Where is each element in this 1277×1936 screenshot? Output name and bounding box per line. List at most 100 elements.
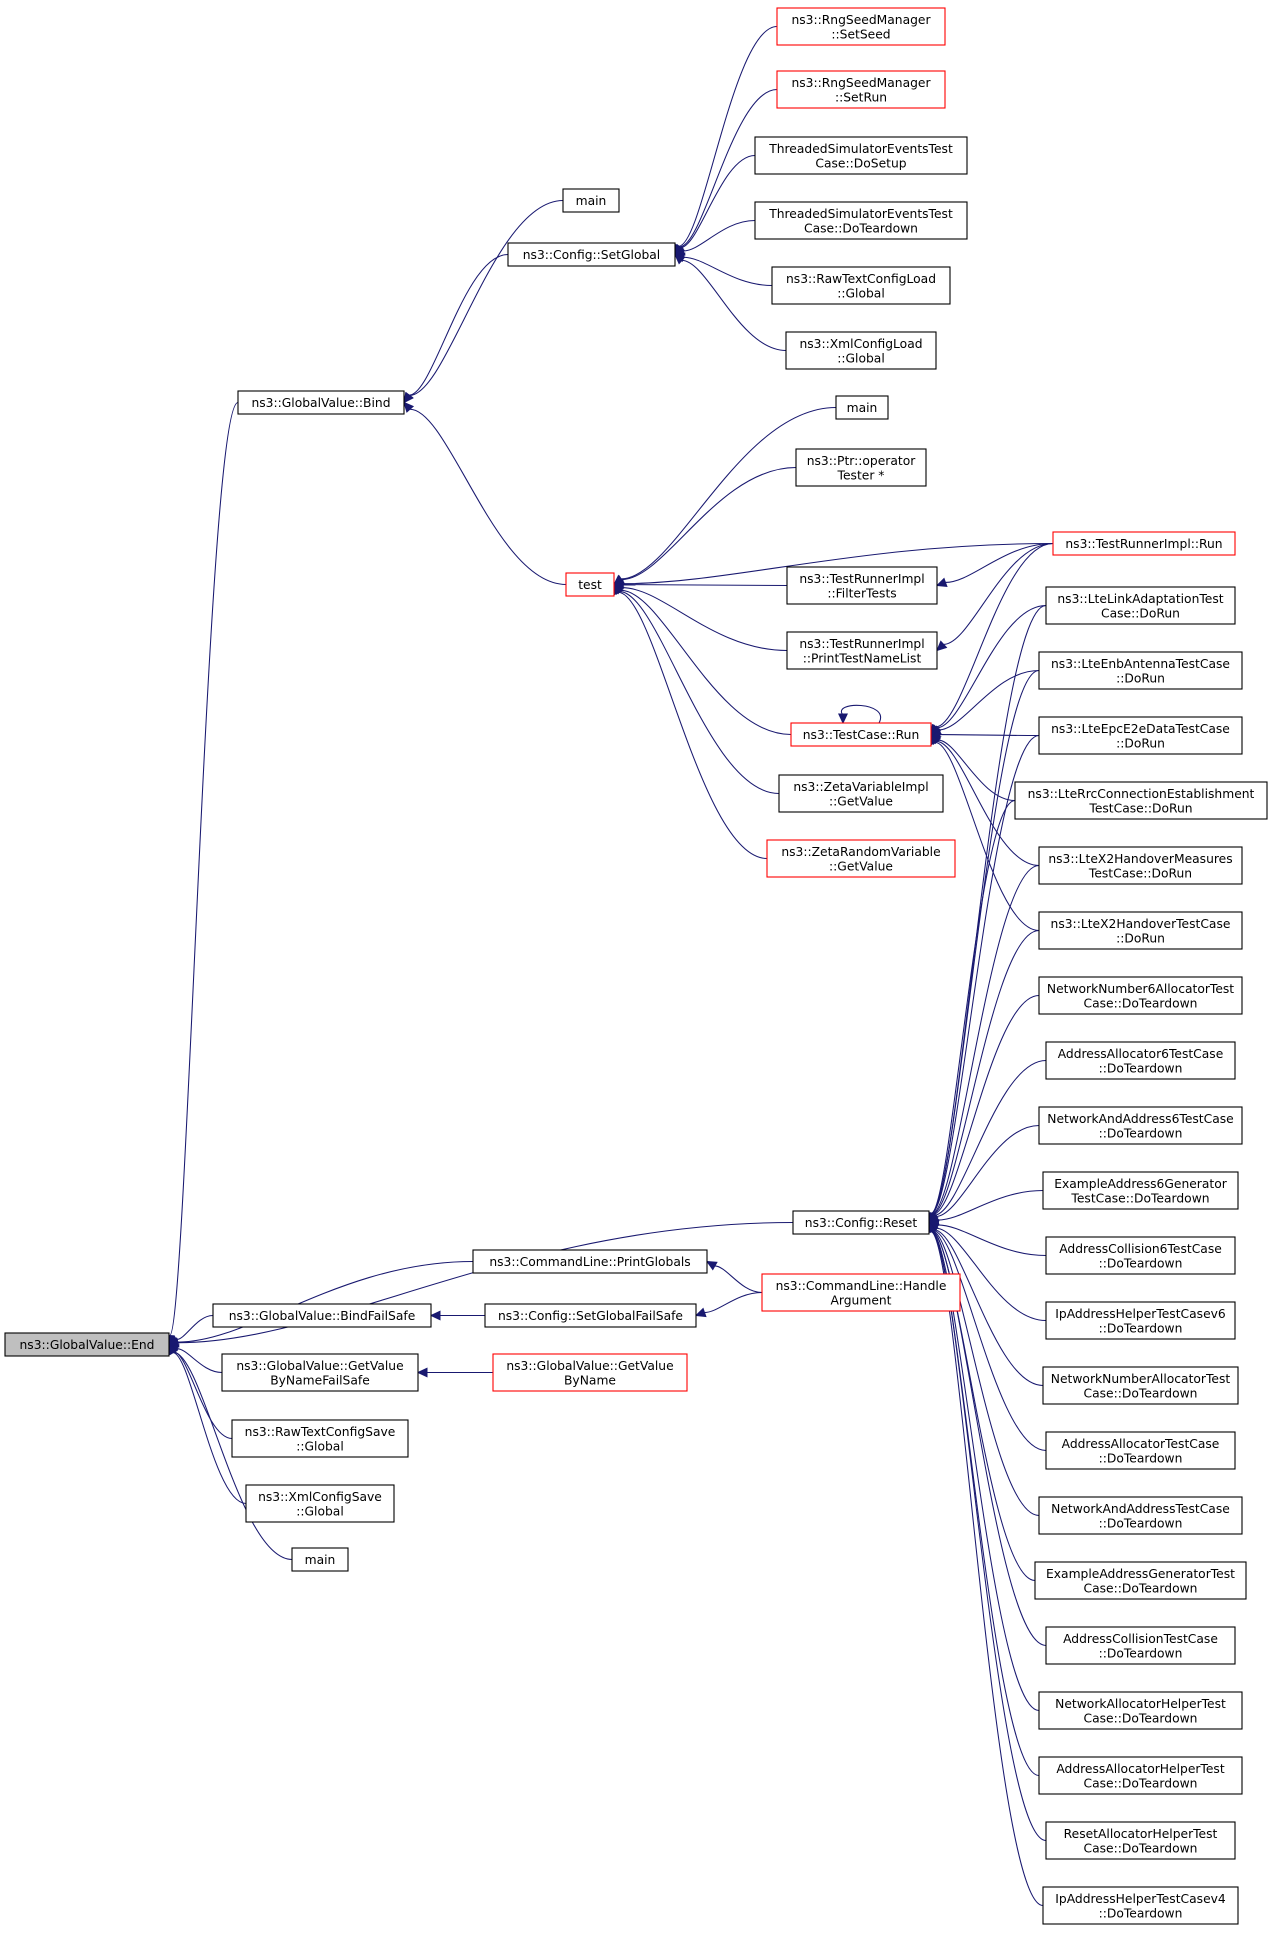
node-exampleaddress6generator-testcase-doteardown[interactable]: ExampleAddress6GeneratorTestCase::DoTear… (1042, 1171, 1239, 1210)
node-test[interactable]: test (565, 572, 615, 597)
node-label: Case::DoTeardown (1084, 1581, 1198, 1595)
node-box (1042, 1886, 1239, 1925)
node-label: ns3::LteRrcConnectionEstablishment (1028, 787, 1255, 801)
node-exampleaddressgeneratortest-case-doteardown[interactable]: ExampleAddressGeneratorTestCase::DoTeard… (1034, 1561, 1247, 1600)
node-box (786, 631, 938, 670)
node-label: ns3::Config::Reset (805, 1216, 918, 1230)
node-box (1045, 1431, 1236, 1470)
node-label: ns3::GlobalValue::BindFailSafe (229, 1309, 416, 1323)
node-label: ::DoTeardown (1099, 1061, 1183, 1075)
node-ns3-ltex2handovertestcase-dorun[interactable]: ns3::LteX2HandoverTestCase::DoRun (1038, 911, 1243, 950)
node-ns3-ltex2handovermeasures-testcase-dorun[interactable]: ns3::LteX2HandoverMeasuresTestCase::DoRu… (1038, 846, 1243, 885)
node-label: Case::DoRun (1101, 606, 1180, 620)
call-edge-lteenb-to-reset (925, 669, 1040, 1224)
node-box (1045, 1821, 1236, 1860)
call-edge-trunrun-to-tcrun (930, 542, 1054, 736)
call-edge-zetaimpl-to-test (613, 583, 780, 795)
node-label: AddressCollisionTestCase (1063, 1632, 1218, 1646)
node-label: Argument (830, 1293, 891, 1307)
node-label: ::SetSeed (831, 27, 890, 41)
node-main[interactable]: main (835, 395, 889, 420)
node-ns3-commandline-printglobals[interactable]: ns3::CommandLine::PrintGlobals (472, 1249, 708, 1274)
node-label: ns3::CommandLine::Handle (776, 1279, 947, 1293)
node-ns3-globalvalue-bindfailsafe[interactable]: ns3::GlobalValue::BindFailSafe (212, 1303, 432, 1328)
node-label: ::DoTeardown (1099, 1906, 1183, 1920)
node-ns3-zetarandomvariable-getvalue[interactable]: ns3::ZetaRandomVariable::GetValue (766, 839, 956, 878)
node-box (835, 395, 889, 420)
node-label: NetworkAndAddress6TestCase (1047, 1112, 1233, 1126)
node-ipaddresshelpertestcasev6-doteardown[interactable]: IpAddressHelperTestCasev6::DoTeardown (1045, 1301, 1236, 1340)
node-label: ::Global (296, 1504, 344, 1518)
node-addressallocatortestcase-doteardown[interactable]: AddressAllocatorTestCase::DoTeardown (1045, 1431, 1236, 1470)
node-ns3-testrunnerimpl-printtestnamelist[interactable]: ns3::TestRunnerImpl::PrintTestNameList (786, 631, 938, 670)
node-threadedsimulatoreventstest-case-doteardown[interactable]: ThreadedSimulatorEventsTestCase::DoTeard… (754, 201, 968, 240)
node-ns3-rawtextconfigload-global[interactable]: ns3::RawTextConfigLoad::Global (771, 266, 951, 305)
node-label: NetworkAndAddressTestCase (1051, 1502, 1230, 1516)
node-main[interactable]: main (291, 1547, 349, 1572)
node-label: ns3::RngSeedManager (791, 13, 931, 27)
node-ns3-rngseedmanager-setrun[interactable]: ns3::RngSeedManager::SetRun (776, 70, 946, 109)
call-edge-reset-to-end (167, 1221, 794, 1348)
node-label: TestCase::DoRun (1088, 801, 1192, 815)
node-ns3-rngseedmanager-setseed[interactable]: ns3::RngSeedManager::SetSeed (776, 7, 946, 46)
node-ns3-config-setglobalfailsafe[interactable]: ns3::Config::SetGlobalFailSafe (484, 1303, 697, 1328)
node-label: NetworkAllocatorHelperTest (1055, 1697, 1226, 1711)
node-ipaddresshelpertestcasev4-doteardown[interactable]: IpAddressHelperTestCasev4::DoTeardown (1042, 1886, 1239, 1925)
node-box (245, 1484, 395, 1523)
node-box (1038, 846, 1243, 885)
node-ns3-zetavariableimpl-getvalue[interactable]: ns3::ZetaVariableImpl::GetValue (778, 774, 944, 813)
node-label: Case::DoTeardown (1084, 996, 1198, 1010)
node-label: ns3::LteEpcE2eDataTestCase (1051, 722, 1230, 736)
node-networkandaddress6testcase-doteardown[interactable]: NetworkAndAddress6TestCase::DoTeardown (1038, 1106, 1243, 1145)
node-ns3-testrunnerimpl-run[interactable]: ns3::TestRunnerImpl::Run (1052, 531, 1236, 556)
node-networkandaddresstestcase-doteardown[interactable]: NetworkAndAddressTestCase::DoTeardown (1038, 1496, 1243, 1535)
node-ns3-globalvalue-end[interactable]: ns3::GlobalValue::End (4, 1332, 170, 1357)
node-ns3-rawtextconfigsave-global[interactable]: ns3::RawTextConfigSave::Global (231, 1419, 409, 1458)
node-label: ::DoRun (1116, 931, 1165, 945)
node-networknumberallocatortest-case-doteardown[interactable]: NetworkNumberAllocatorTestCase::DoTeardo… (1042, 1366, 1239, 1405)
node-ns3-lteepce2edatatestcase-dorun[interactable]: ns3::LteEpcE2eDataTestCase::DoRun (1038, 716, 1243, 755)
node-label: ExampleAddressGeneratorTest (1046, 1567, 1235, 1581)
node-label: IpAddressHelperTestCasev6 (1055, 1307, 1226, 1321)
call-edge-zetarv-to-test (613, 583, 768, 860)
node-ns3-globalvalue-bind[interactable]: ns3::GlobalValue::Bind (237, 390, 405, 415)
node-networkallocatorhelpertest-case-doteardown[interactable]: NetworkAllocatorHelperTestCase::DoTeardo… (1038, 1691, 1243, 1730)
edges-layer (164, 25, 1054, 1907)
node-box (786, 566, 938, 605)
node-networknumber6allocatortest-case-doteardown[interactable]: NetworkNumber6AllocatorTestCase::DoTeard… (1038, 976, 1243, 1015)
node-ns3-xmlconfigload-global[interactable]: ns3::XmlConfigLoad::Global (785, 331, 937, 370)
node-box (4, 1332, 170, 1357)
node-box (212, 1303, 432, 1328)
node-ns3-config-setglobal[interactable]: ns3::Config::SetGlobal (507, 242, 676, 267)
node-addresscollision6testcase-doteardown[interactable]: AddressCollision6TestCase::DoTeardown (1045, 1236, 1236, 1275)
node-label: ns3::Config::SetGlobal (523, 248, 660, 262)
node-label: ::Global (837, 286, 885, 300)
node-main[interactable]: main (562, 188, 620, 213)
node-addressallocator6testcase-doteardown[interactable]: AddressAllocator6TestCase::DoTeardown (1045, 1041, 1236, 1080)
node-ns3-lterrcconnectionestablishment-testcase-dorun[interactable]: ns3::LteRrcConnectionEstablishmentTestCa… (1014, 781, 1268, 820)
node-addresscollisiontestcase-doteardown[interactable]: AddressCollisionTestCase::DoTeardown (1045, 1626, 1236, 1665)
node-ns3-testrunnerimpl-filtertests[interactable]: ns3::TestRunnerImpl::FilterTests (786, 566, 938, 605)
node-box (492, 1353, 688, 1392)
node-ns3-xmlconfigsave-global[interactable]: ns3::XmlConfigSave::Global (245, 1484, 395, 1523)
node-box (1042, 1171, 1239, 1210)
node-label: ::GetValue (829, 794, 893, 808)
node-box (472, 1249, 708, 1274)
node-ns3-lteenbantennatestcase-dorun[interactable]: ns3::LteEnbAntennaTestCase::DoRun (1038, 651, 1243, 690)
node-addressallocatorhelpertest-case-doteardown[interactable]: AddressAllocatorHelperTestCase::DoTeardo… (1038, 1756, 1243, 1795)
node-ns3-config-reset[interactable]: ns3::Config::Reset (792, 1210, 930, 1235)
node-ns3-testcase-run[interactable]: ns3::TestCase::Run (790, 722, 932, 747)
call-edge-setglobalfs-to-bindfailsafe (429, 1310, 485, 1321)
node-label: main (847, 401, 878, 415)
node-box (1034, 1561, 1247, 1600)
call-edge-trunrun-to-printtestname (936, 542, 1054, 652)
node-label: ::DoTeardown (1099, 1516, 1183, 1530)
